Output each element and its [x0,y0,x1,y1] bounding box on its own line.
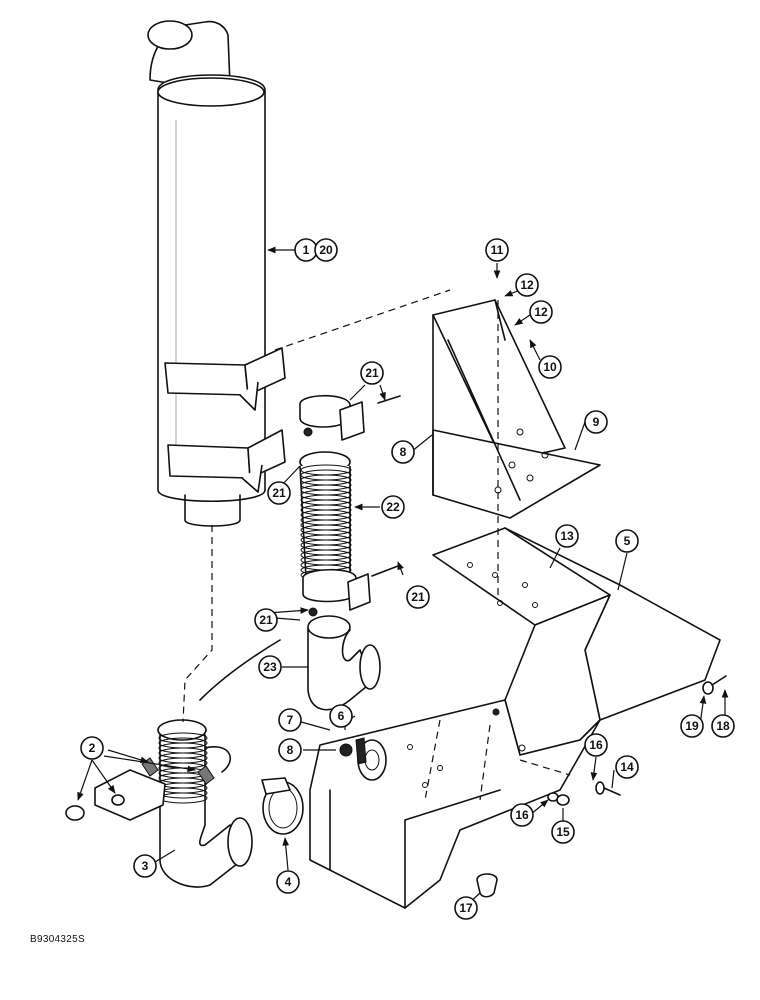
callout-20: 20 [314,238,338,262]
figure-reference-number: B9304325S [30,934,85,945]
support-frame [309,527,727,909]
svg-text:11: 11 [491,243,504,257]
callout-3: 3 [133,854,157,878]
svg-text:1: 1 [303,243,310,257]
callout-13: 13 [555,524,579,548]
callout-11: 11 [485,238,509,262]
callout-4: 4 [276,870,300,894]
svg-text:8: 8 [287,743,294,757]
callout-21: 21 [267,481,291,505]
callout-18: 18 [711,714,735,738]
svg-text:10: 10 [543,360,557,374]
svg-text:9: 9 [593,415,600,429]
callout-16: 16 [510,803,534,827]
svg-text:4: 4 [285,875,292,889]
callout-8: 8 [391,440,415,464]
svg-text:15: 15 [556,825,570,839]
callout-21: 21 [406,585,430,609]
callout-21: 21 [254,608,278,632]
flex-pipe-assembly [299,394,401,711]
callout-7: 7 [278,708,302,732]
svg-text:20: 20 [319,243,333,257]
mounting-bracket [432,299,601,519]
assembly-dashed-lines [182,289,571,801]
callout-21: 21 [360,361,384,385]
svg-text:14: 14 [620,760,634,774]
callout-12: 12 [515,273,539,297]
callout-1: 1 [294,238,318,262]
svg-text:18: 18 [716,719,730,733]
svg-text:16: 16 [589,738,603,752]
callout-6: 6 [329,704,353,728]
callout-17: 17 [454,896,478,920]
svg-text:2: 2 [89,741,96,755]
installation-arrow [199,639,281,701]
svg-text:21: 21 [272,486,286,500]
muffler [147,20,286,527]
callout-5: 5 [615,529,639,553]
callout-22: 22 [381,495,405,519]
callout-14: 14 [615,755,639,779]
callout-8: 8 [278,738,302,762]
svg-text:16: 16 [515,808,529,822]
svg-text:13: 13 [560,529,574,543]
svg-text:7: 7 [287,713,294,727]
svg-text:17: 17 [459,901,473,915]
lower-exhaust-pipe [65,719,304,888]
callout-15: 15 [551,820,575,844]
svg-text:8: 8 [400,445,407,459]
callout-2: 2 [80,736,104,760]
svg-text:22: 22 [386,500,400,514]
svg-text:19: 19 [685,719,699,733]
svg-text:23: 23 [263,660,277,674]
svg-text:3: 3 [142,859,149,873]
svg-text:21: 21 [259,613,273,627]
svg-text:5: 5 [624,534,631,548]
svg-text:12: 12 [520,278,534,292]
callout-16: 16 [584,733,608,757]
callout-9: 9 [584,410,608,434]
callout-23: 23 [258,655,282,679]
callout-12: 12 [529,300,553,324]
svg-text:21: 21 [365,366,379,380]
callout-19: 19 [680,714,704,738]
svg-text:12: 12 [534,305,548,319]
svg-text:21: 21 [411,590,425,604]
callout-10: 10 [538,355,562,379]
svg-text:6: 6 [338,709,345,723]
